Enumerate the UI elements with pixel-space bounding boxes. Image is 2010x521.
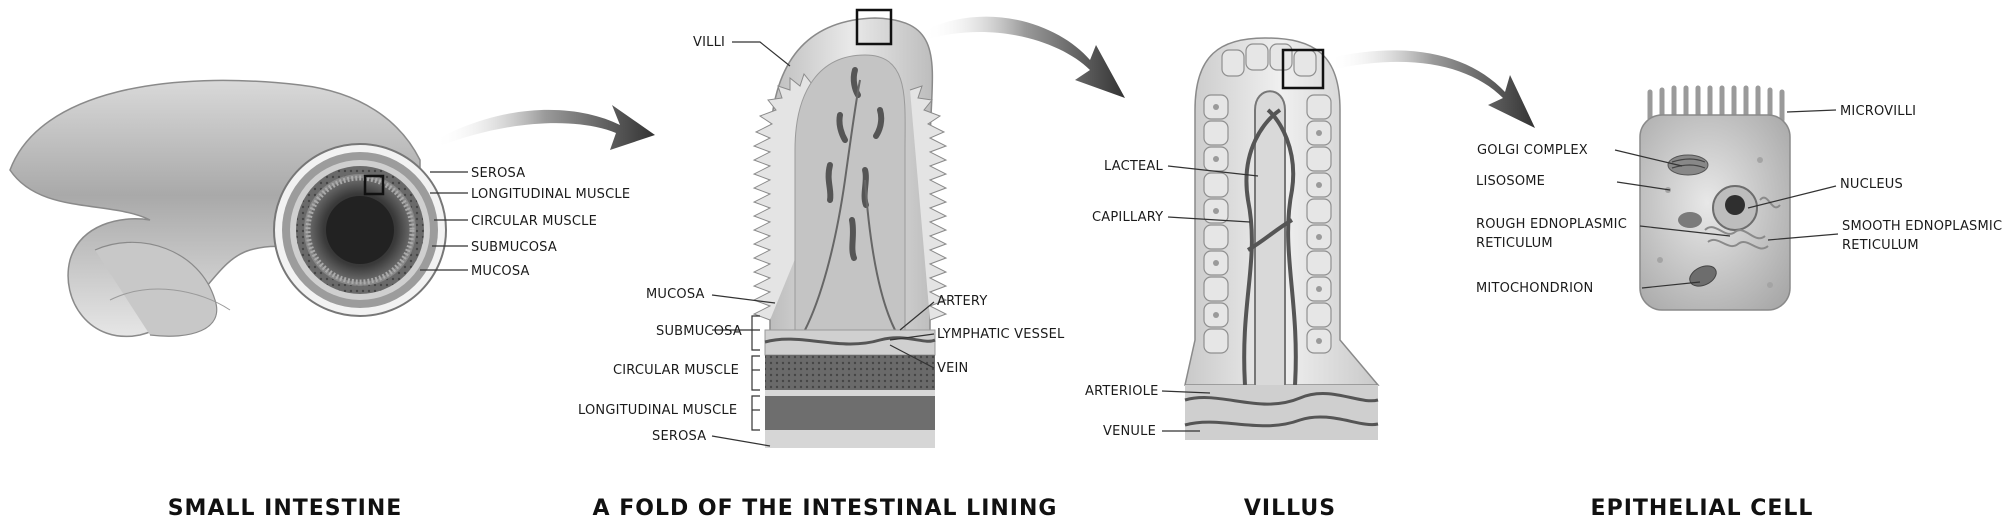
- label-serosa: SEROSA: [471, 166, 525, 181]
- title-villus: VILLUS: [1244, 496, 1336, 521]
- label-rough-er-line2: RETICULUM: [1476, 236, 1553, 251]
- label-capillary: CAPILLARY: [1092, 210, 1163, 225]
- label-lacteal: LACTEAL: [1104, 159, 1164, 174]
- intestinal-fold-panel: VILLI MUCOSA SUBMUCOSA CIRCULAR MUSCLE L…: [578, 8, 1125, 521]
- label-lisosome: LISOSOME: [1476, 174, 1545, 189]
- arrow-intestine-to-fold: [435, 105, 655, 150]
- label-artery: ARTERY: [937, 294, 987, 309]
- label-submucosa: SUBMUCOSA: [471, 240, 557, 255]
- zoom-box-fold: [855, 8, 893, 46]
- label-microvilli: MICROVILLI: [1840, 104, 1916, 119]
- label-fold-circular-muscle: CIRCULAR MUSCLE: [613, 363, 739, 378]
- layer-longitudinal-muscle: [765, 396, 935, 430]
- villus-base: [1185, 385, 1378, 440]
- label-circular-muscle: CIRCULAR MUSCLE: [471, 214, 597, 229]
- villus-epithelial-cells: [1203, 43, 1332, 354]
- epithelial-cell-panel: MICROVILLI GOLGI COMPLEX LISOSOME NUCLEU…: [1476, 85, 2002, 521]
- label-fold-serosa: SEROSA: [652, 429, 706, 444]
- layer-circular-muscle: [765, 355, 935, 390]
- title-epithelial-cell: EPITHELIAL CELL: [1591, 496, 1814, 521]
- label-golgi-complex: GOLGI COMPLEX: [1477, 143, 1588, 158]
- villus-panel: LACTEAL CAPILLARY ARTERIOLE VENULE VILLU…: [1085, 37, 1535, 521]
- label-smooth-er-line1: SMOOTH EDNOPLASMIC: [1842, 219, 2002, 234]
- label-vein: VEIN: [937, 361, 968, 376]
- label-arteriole: ARTERIOLE: [1085, 384, 1159, 399]
- arrow-fold-to-villus: [925, 16, 1125, 98]
- label-smooth-er-line2: RETICULUM: [1842, 238, 1919, 253]
- label-villi: VILLI: [693, 35, 725, 50]
- label-longitudinal-muscle: LONGITUDINAL MUSCLE: [471, 187, 630, 202]
- zoom-box-villus: [1281, 48, 1325, 90]
- label-rough-er-line1: ROUGH EDNOPLASMIC: [1476, 217, 1627, 232]
- label-fold-submucosa: SUBMUCOSA: [656, 324, 742, 339]
- intestine-cross-section: [273, 143, 447, 317]
- label-nucleus: NUCLEUS: [1840, 177, 1903, 192]
- small-intestine-panel: SEROSA LONGITUDINAL MUSCLE CIRCULAR MUSC…: [9, 79, 655, 521]
- arrow-villus-to-cell: [1330, 50, 1535, 128]
- title-small-intestine: SMALL INTESTINE: [168, 496, 403, 521]
- label-venule: VENULE: [1103, 424, 1156, 439]
- mitochondrion: [1689, 265, 1717, 287]
- label-mitochondrion: MITOCHONDRION: [1476, 281, 1593, 296]
- layer-serosa: [765, 430, 935, 448]
- label-fold-longitudinal-muscle: LONGITUDINAL MUSCLE: [578, 403, 737, 418]
- title-fold: A FOLD OF THE INTESTINAL LINING: [593, 496, 1058, 521]
- label-mucosa: MUCOSA: [471, 264, 530, 279]
- label-fold-mucosa: MUCOSA: [646, 287, 705, 302]
- zoom-box-intestine: [363, 174, 385, 196]
- label-lymphatic-vessel: LYMPHATIC VESSEL: [937, 327, 1065, 342]
